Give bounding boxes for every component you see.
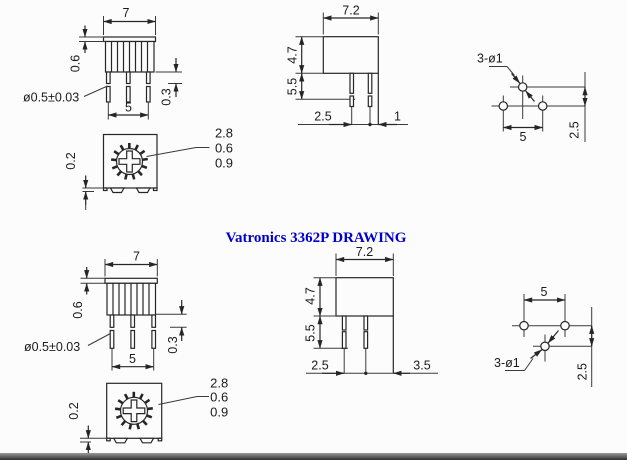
bottom-plan-callout-3: 0.9: [210, 405, 228, 420]
top-front-cap-dim: 0.6: [69, 55, 83, 72]
top-front-width-dim: 7: [123, 6, 130, 20]
top-plan-depth-dim: 0.2: [64, 152, 78, 169]
bottom-front-kink-dim: 0.3: [166, 336, 180, 353]
bottom-front-width-dim: 7: [133, 250, 140, 264]
bottom-plan-callout-1: 2.8: [210, 376, 228, 391]
bottom-plan-view: 0.2 2.8 0.6 0.9: [67, 376, 228, 459]
bottom-front-cap-dim: 0.6: [71, 301, 85, 318]
top-plan-callout-3: 0.9: [215, 156, 233, 171]
bottom-plan-callout-2: 0.6: [210, 390, 228, 405]
bottom-plan-depth-dim: 0.2: [67, 402, 81, 419]
bottom-side-view: 7.2 4.7 5.5 2.5 3.5: [304, 245, 438, 376]
rotor-cross-slot: [122, 399, 146, 423]
top-front-view: 7 0.6 0.3 ø0.5±0.03 5: [23, 6, 182, 120]
top-holes-row-dim: 2.5: [568, 121, 582, 138]
top-plan-callout-1: 2.8: [215, 126, 233, 141]
top-front-kink-dim: 0.3: [160, 88, 174, 105]
bottom-hole-pattern: 5 3-ø1 2.5: [494, 285, 595, 387]
top-front-lead-dia-label: ø0.5±0.03: [23, 91, 79, 105]
window-bottom-edge: [0, 453, 627, 460]
bottom-front-span-dim: 5: [129, 352, 136, 366]
bottom-front-lead-dia-label: ø0.5±0.03: [24, 340, 80, 354]
bottom-side-leadlen-dim: 5.5: [304, 324, 318, 341]
top-side-leadlen-dim: 5.5: [286, 78, 300, 95]
top-side-height-dim: 4.7: [286, 46, 300, 63]
top-side-width-dim: 7.2: [342, 4, 359, 18]
top-holes-span-dim: 5: [520, 130, 527, 144]
bottom-side-height-dim: 4.7: [304, 287, 318, 304]
bottom-front-view: 7 0.6 0.3 ø0.5±0.03 5: [24, 250, 187, 371]
top-plan-view: 0.2 2.8 0.6 0.9: [64, 126, 233, 210]
bottom-side-pitch-dim: 2.5: [311, 359, 328, 373]
bottom-holes-row-dim: 2.5: [576, 363, 590, 380]
top-hole-pattern: 3-ø1 5 2.5: [477, 52, 588, 144]
top-plan-callout-2: 0.6: [215, 141, 233, 156]
bottom-side-edge-dim: 3.5: [413, 359, 430, 373]
top-holes-callout: 3-ø1: [477, 52, 503, 66]
top-side-view: 7.2 4.7 5.5 2.5 1: [286, 4, 408, 128]
bottom-side-width-dim: 7.2: [356, 245, 373, 259]
drawing-title: Vatronics 3362P DRAWING: [226, 230, 407, 246]
top-side-edge-dim: 1: [394, 110, 401, 124]
bottom-holes-span-dim: 5: [541, 285, 548, 299]
top-front-span-dim: 5: [125, 101, 132, 115]
rotor-cross-slot: [118, 150, 141, 173]
bottom-holes-callout: 3-ø1: [494, 356, 520, 370]
top-side-pitch-dim: 2.5: [314, 110, 331, 124]
